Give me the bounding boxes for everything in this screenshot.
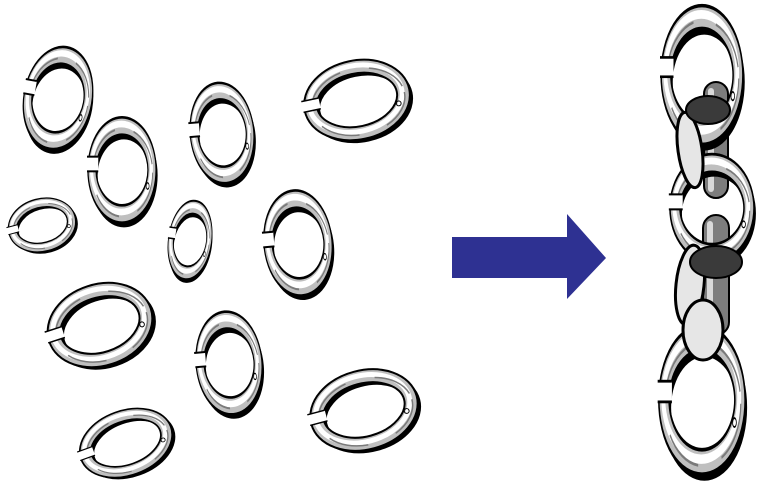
loose-link-10 [307, 368, 422, 454]
chain-joint-2 [689, 245, 743, 279]
loose-link-1 [22, 45, 94, 154]
loose-links-group [6, 45, 422, 480]
loose-link-9 [194, 310, 265, 419]
chain-joint-1 [685, 95, 731, 125]
chain-link-2 [668, 152, 756, 267]
loose-link-4 [301, 58, 414, 144]
loose-link-2 [87, 115, 158, 228]
chain-edge-link-1 [675, 110, 705, 190]
chain-link-1 [660, 3, 745, 151]
right-arrow-icon [452, 214, 606, 299]
joined-chain-group [657, 3, 756, 481]
loose-link-11 [76, 407, 176, 480]
loose-link-3 [188, 81, 256, 188]
transform-arrow [452, 214, 606, 299]
loose-link-8 [44, 281, 156, 370]
loose-link-6 [167, 199, 213, 283]
chain-edge-link-3 [681, 298, 725, 362]
loose-link-5 [6, 197, 78, 254]
loose-link-7 [261, 189, 335, 301]
